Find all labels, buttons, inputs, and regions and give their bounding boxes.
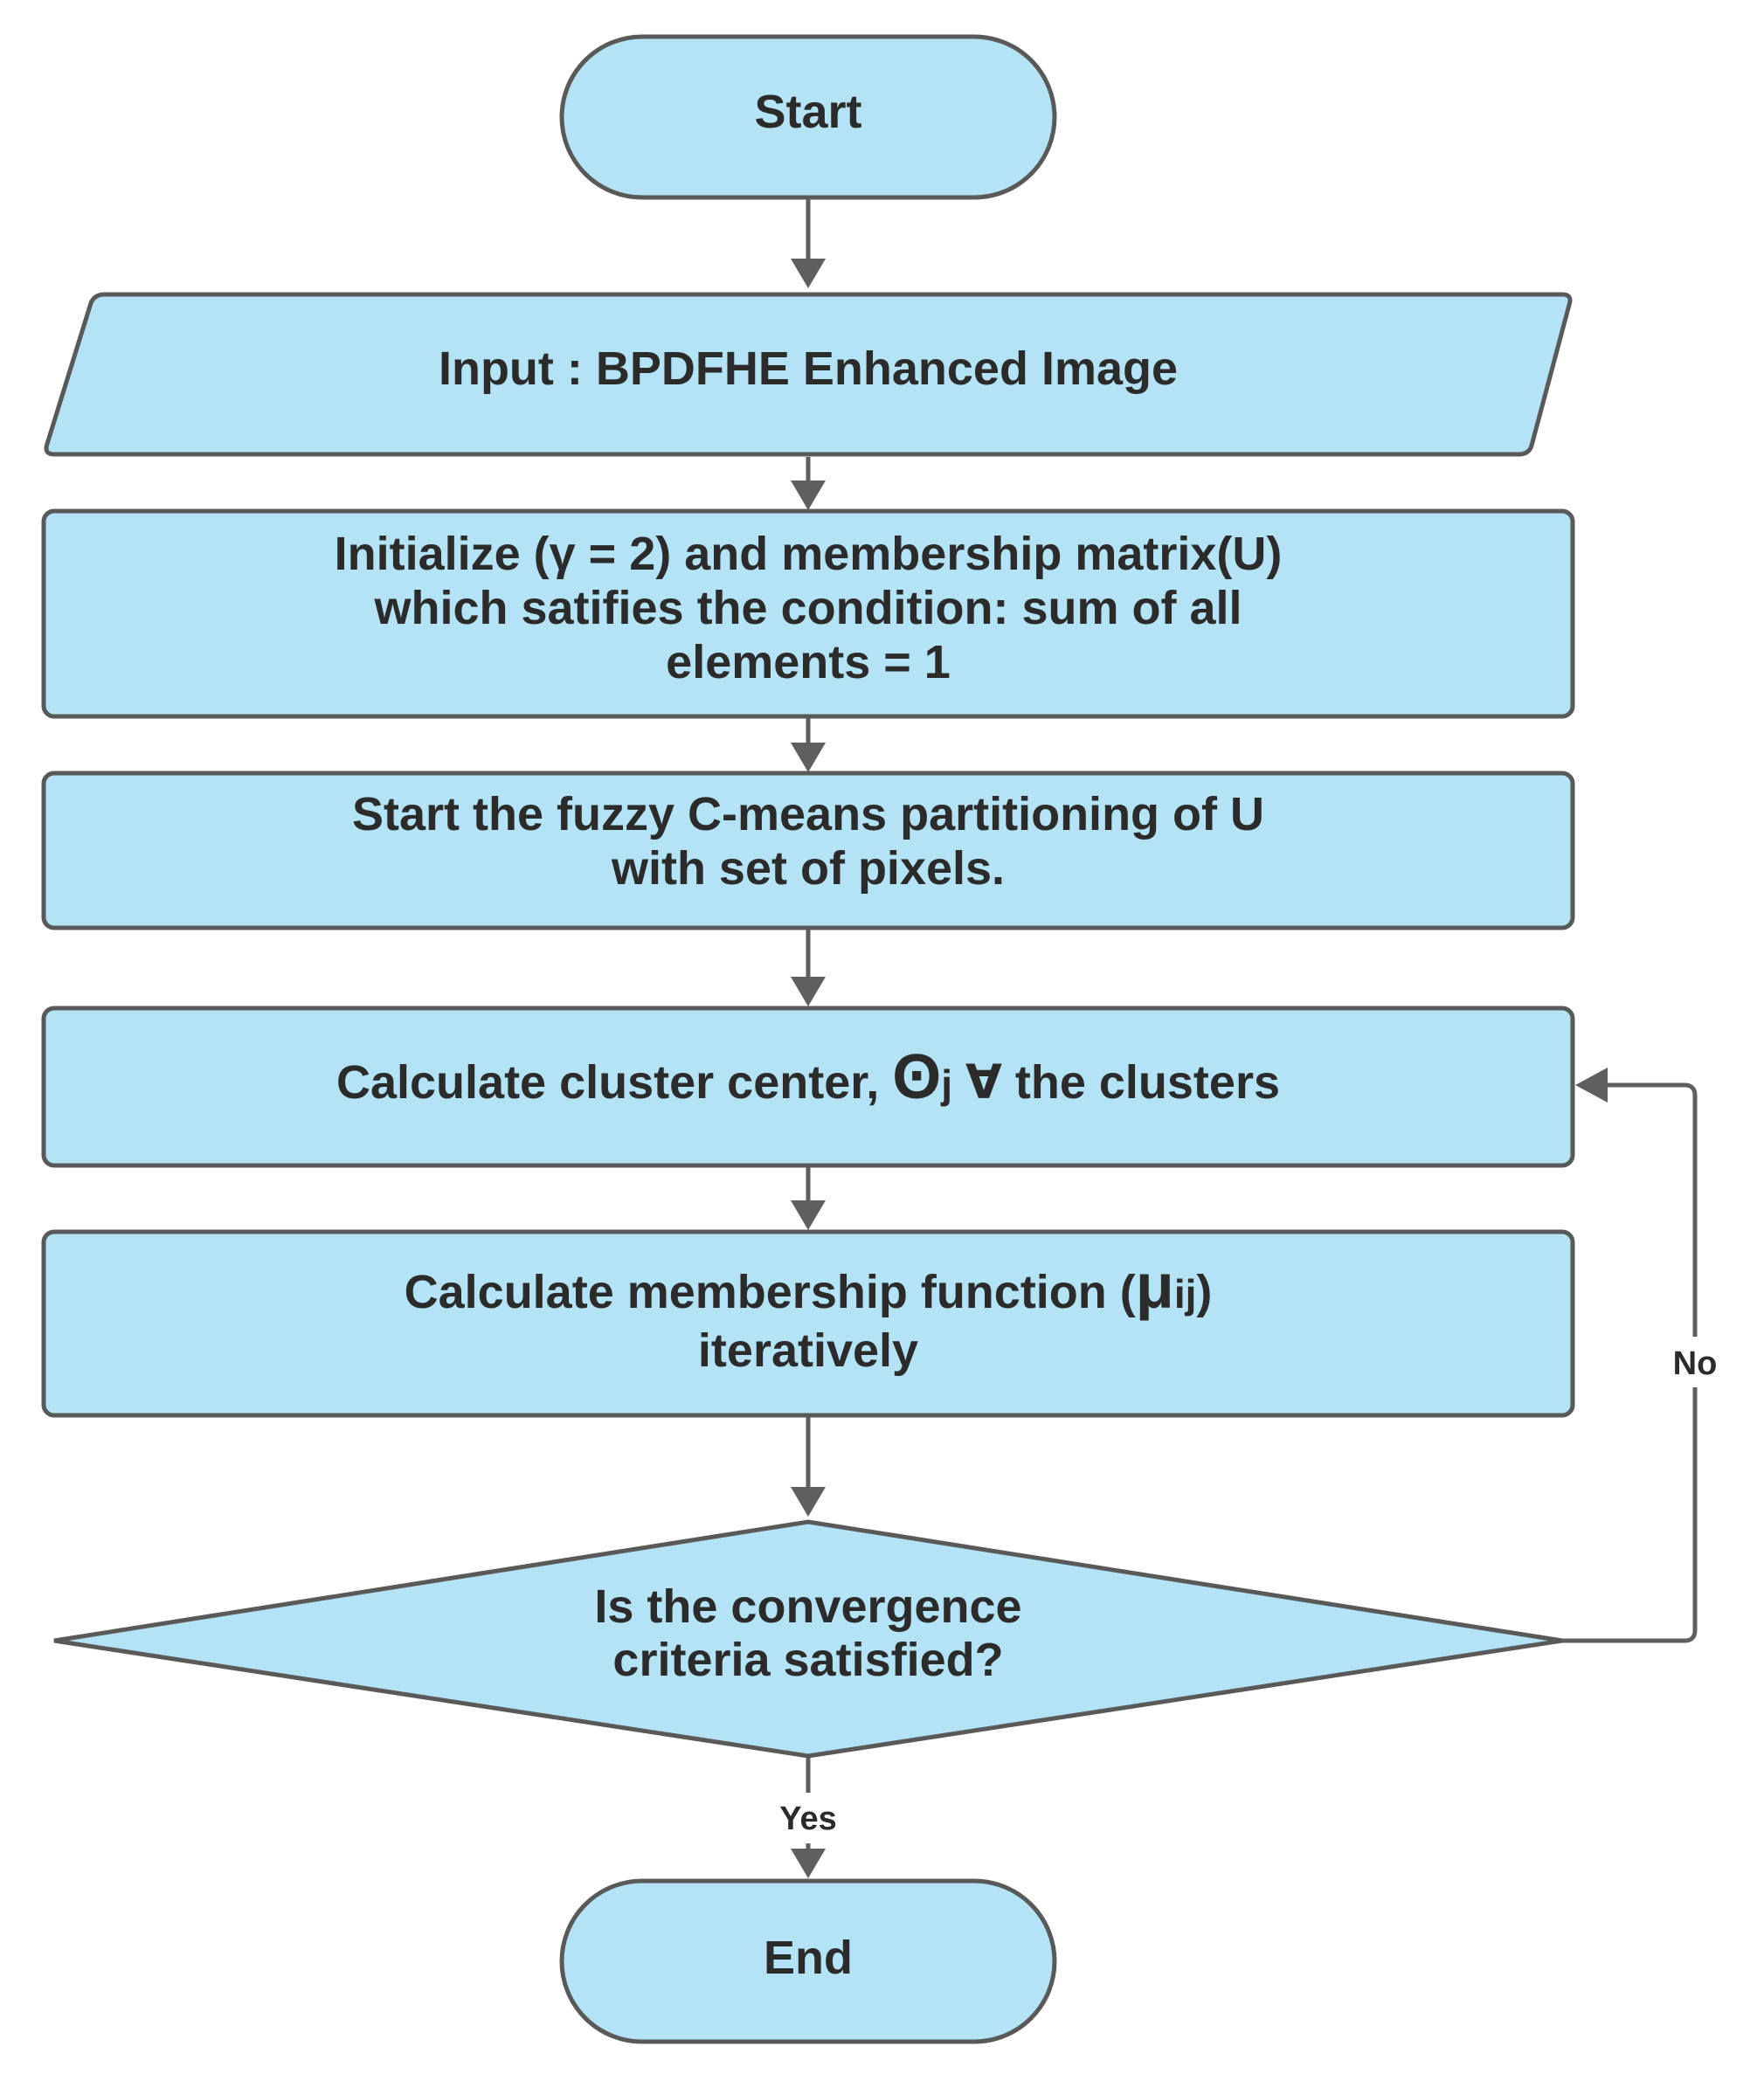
arrowhead-membership — [791, 1200, 826, 1230]
partition-line-1: Start the fuzzy C-means partitioning of … — [352, 788, 1264, 840]
input-parallelogram — [44, 292, 1573, 457]
arrowhead-end — [791, 1849, 826, 1878]
initialize-line-3: elements = 1 — [666, 636, 951, 688]
no-label: No — [1673, 1345, 1718, 1382]
membership-node: Calculate membership function (μij) iter… — [41, 1229, 1575, 1418]
end-terminator — [559, 1878, 1057, 2044]
membership-symbol: μ — [1136, 1252, 1174, 1322]
cluster-center-prefix: Calculate cluster center, — [336, 1056, 892, 1109]
input-label: Input : BPDFHE Enhanced Image — [439, 342, 1178, 395]
end-node: End — [559, 1878, 1057, 2044]
membership-line-1: Calculate membership function (μij) — [405, 1252, 1213, 1322]
membership-box — [41, 1229, 1575, 1418]
arrowhead-partition — [791, 743, 826, 772]
membership-line-2: iteratively — [698, 1324, 918, 1377]
decision-node: Is the convergence criteria satisfied? — [53, 1519, 1563, 1759]
arrowhead-initialize — [791, 480, 826, 510]
arrowhead-loop — [1575, 1068, 1608, 1103]
partition-box — [41, 771, 1575, 930]
initialize-box — [41, 508, 1575, 719]
yes-label: Yes — [779, 1801, 837, 1837]
initialize-line-1: Initialize (γ = 2) and membership matrix… — [335, 528, 1283, 580]
cluster-center-subscript: j — [940, 1061, 952, 1107]
membership-suffix: ) — [1196, 1266, 1212, 1318]
decision-line-1: Is the convergence — [594, 1580, 1021, 1633]
cluster-center-node: Calculate cluster center, ʘj ∀ the clust… — [41, 1006, 1575, 1168]
cluster-center-symbol: ʘ — [892, 1042, 941, 1112]
cluster-center-label: Calculate cluster center, ʘj ∀ the clust… — [336, 1042, 1280, 1112]
cluster-center-suffix: the clusters — [1002, 1056, 1280, 1109]
start-terminator — [559, 34, 1057, 200]
partition-node: Start the fuzzy C-means partitioning of … — [41, 771, 1575, 930]
initialize-line-2: which satifies the condition: sum of all — [373, 582, 1242, 634]
partition-line-2: with set of pixels. — [611, 842, 1005, 895]
no-label-bg — [1660, 1337, 1730, 1387]
decision-diamond — [53, 1519, 1563, 1759]
membership-subscript: ij — [1174, 1271, 1197, 1317]
initialize-node: Initialize (γ = 2) and membership matrix… — [41, 508, 1575, 719]
start-node: Start — [559, 34, 1057, 200]
cluster-center-box — [41, 1006, 1575, 1168]
yes-label-bg — [762, 1793, 854, 1843]
cluster-center-forall: ∀ — [952, 1056, 1002, 1109]
start-label: Start — [754, 86, 861, 138]
arrowhead-decision — [791, 1487, 826, 1517]
decision-line-2: criteria satisfied? — [612, 1634, 1003, 1686]
arrowhead-input — [791, 259, 826, 288]
end-label: End — [764, 1932, 853, 1984]
membership-prefix: Calculate membership function ( — [405, 1266, 1136, 1318]
input-node: Input : BPDFHE Enhanced Image — [44, 292, 1573, 457]
arrowhead-cluster — [791, 977, 826, 1006]
